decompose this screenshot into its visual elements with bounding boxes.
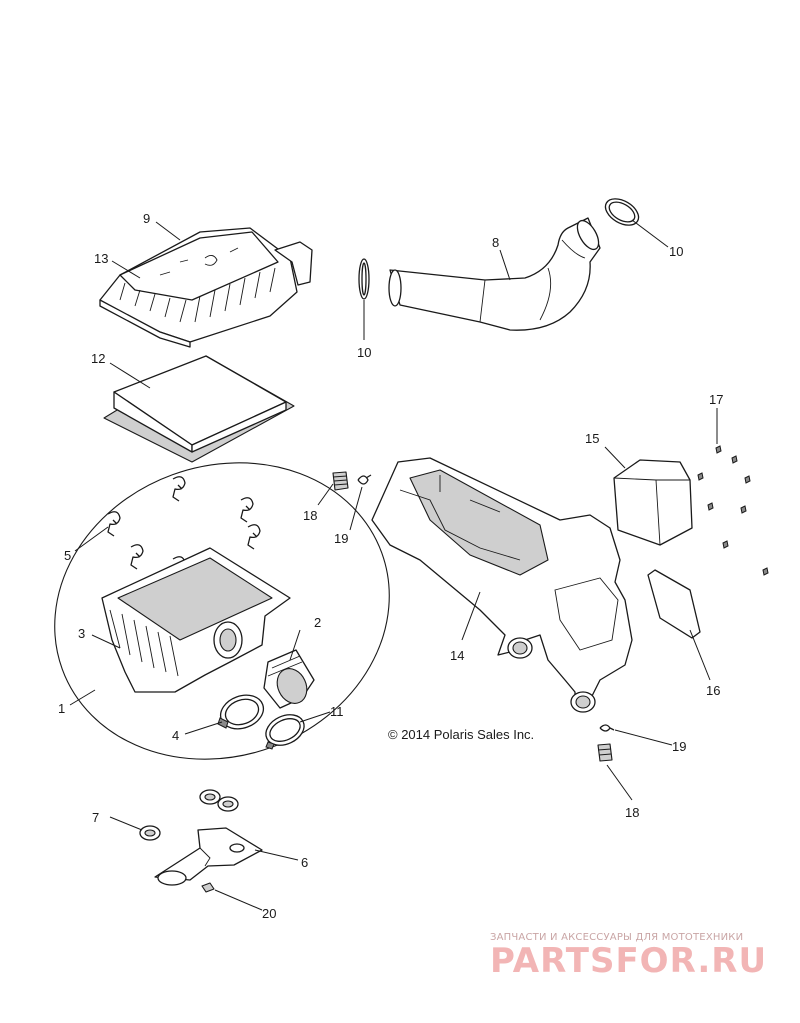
callout-15: 15 — [585, 431, 599, 446]
callout-2: 2 — [314, 615, 321, 630]
callout-11: 11 — [330, 704, 344, 719]
callout-12: 12 — [91, 351, 105, 366]
callout-10a: 10 — [357, 345, 371, 360]
fittings — [332, 471, 615, 762]
callout-10b: 10 — [669, 244, 683, 259]
leader-lines — [69, 219, 718, 911]
callout-3: 3 — [78, 626, 85, 641]
callout-labels: 1 2 3 4 5 6 7 8 9 10 10 11 12 13 14 15 1… — [58, 211, 723, 921]
callout-18b: 18 — [625, 805, 639, 820]
hose-clamps — [358, 198, 640, 300]
callout-19a: 19 — [334, 531, 348, 546]
coupler — [263, 649, 315, 709]
callout-14: 14 — [450, 648, 464, 663]
intake-duct — [371, 457, 633, 713]
callout-18a: 18 — [303, 508, 317, 523]
grommets — [139, 789, 239, 841]
callout-1: 1 — [58, 701, 65, 716]
callout-6: 6 — [301, 855, 308, 870]
callout-4: 4 — [172, 728, 179, 743]
copyright-text: © 2014 Polaris Sales Inc. — [388, 727, 534, 742]
callout-16: 16 — [706, 683, 720, 698]
callout-19b: 19 — [672, 739, 686, 754]
bracket — [154, 827, 263, 886]
air-filter — [103, 355, 295, 463]
callout-7: 7 — [92, 810, 99, 825]
airbox-cover — [99, 227, 313, 348]
callout-20: 20 — [262, 906, 276, 921]
foam-pad — [647, 569, 701, 639]
callout-5: 5 — [64, 548, 71, 563]
watermark: ЗАПЧАСТИ И АКСЕССУАРЫ ДЛЯ МОТОТЕХНИКИ PA… — [490, 932, 767, 981]
callout-8: 8 — [492, 235, 499, 250]
clamps — [217, 694, 305, 750]
callout-17: 17 — [709, 392, 723, 407]
callout-9: 9 — [143, 211, 150, 226]
foam-block — [613, 459, 693, 546]
watermark-tagline: ЗАПЧАСТИ И АКСЕССУАРЫ ДЛЯ МОТОТЕХНИКИ — [490, 932, 743, 943]
callout-13: 13 — [94, 251, 108, 266]
airbox-base — [101, 547, 291, 693]
screws — [697, 445, 769, 576]
intake-tube — [388, 217, 601, 331]
watermark-brand: PARTSFOR.RU — [490, 941, 767, 981]
bolt — [201, 882, 215, 893]
